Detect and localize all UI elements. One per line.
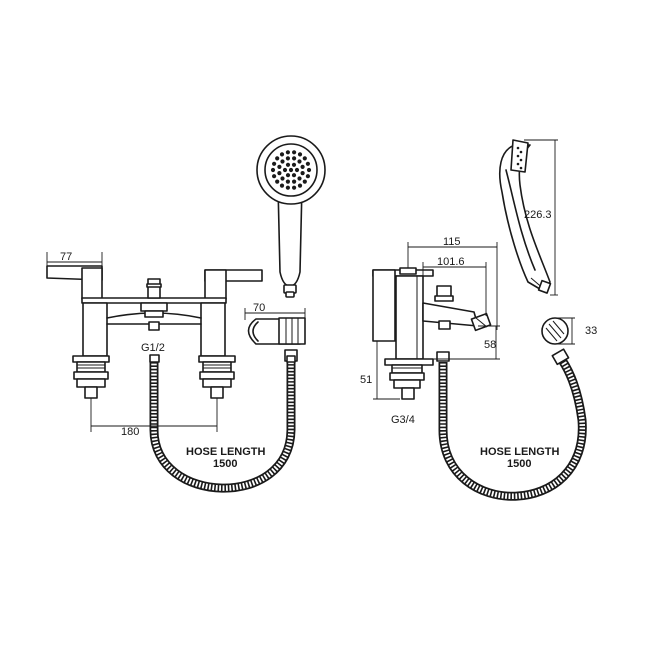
handset-nozzle: [297, 183, 303, 188]
side-bracket-icon: [541, 317, 569, 345]
front-bracket-icon: [247, 317, 306, 345]
handset-nozzle: [305, 174, 310, 179]
side-handset-nozzle: [516, 146, 520, 150]
dim-bracket-diameter-label: 33: [585, 325, 597, 337]
dim-spout-depth-label: 101.6: [437, 256, 465, 268]
handset-nozzle: [285, 162, 291, 167]
handset-nozzle: [297, 159, 302, 164]
dim-spout-width-label: 77: [60, 251, 72, 263]
handset-nozzle: [279, 183, 285, 188]
handset-nozzle: [297, 176, 302, 181]
front-view: 77 70 G1/2 180 HOSE LENGTH 1500: [46, 135, 326, 493]
dim-handset-length-label: 226.3: [524, 209, 552, 221]
front-handset-icon: [256, 135, 326, 298]
side-view: 115 101.6 226.3 33 58 51 G3/4 HOSE LENGT…: [360, 139, 597, 501]
handset-nozzle: [285, 179, 290, 184]
handset-nozzle: [285, 173, 291, 178]
handset-nozzle: [275, 156, 280, 161]
side-hose-icon: [438, 348, 587, 501]
handset-nozzle: [270, 167, 276, 173]
handset-nozzle: [300, 171, 305, 176]
side-handset-nozzle: [519, 158, 523, 162]
side-handset-nozzle: [516, 162, 520, 166]
front-right-inlet: [198, 355, 236, 399]
front-left-inlet: [72, 355, 110, 399]
handset-nozzle: [285, 185, 290, 190]
handset-nozzle: [291, 162, 297, 167]
side-dimension-lines: [373, 139, 575, 400]
handset-nozzle: [292, 156, 297, 161]
front-dimension-lines: [46, 252, 306, 432]
handset-nozzle: [280, 159, 285, 164]
dim-base-height-label: 51: [360, 374, 372, 386]
handset-nozzle: [288, 167, 294, 173]
handset-nozzle: [300, 164, 305, 169]
side-mixer-body: [372, 267, 492, 366]
dim-centres-label: 180: [121, 426, 139, 438]
hose-length-label-front: HOSE LENGTH: [186, 446, 266, 458]
side-handset-nozzle: [516, 154, 520, 158]
handset-nozzle: [285, 150, 290, 155]
handset-nozzle: [277, 171, 282, 176]
hose-length-label-side: HOSE LENGTH: [480, 446, 560, 458]
front-mixer-body: [46, 265, 263, 363]
side-handset-icon: [499, 139, 552, 294]
dim-diverter-height-label: 58: [484, 339, 496, 351]
handset-nozzle: [297, 152, 303, 157]
hose-length-value-side: 1500: [507, 458, 531, 470]
dim-bracket-width-label: 70: [253, 302, 265, 314]
handset-nozzle: [305, 161, 310, 166]
handset-nozzle: [272, 174, 277, 179]
front-hose-icon: [149, 349, 298, 493]
side-handset-nozzle: [519, 150, 523, 154]
handset-nozzle: [292, 185, 297, 190]
handset-nozzle: [280, 176, 285, 181]
side-inlet: [389, 364, 425, 400]
handset-nozzle: [275, 179, 280, 184]
handset-nozzle: [277, 164, 282, 169]
handset-nozzle: [282, 167, 288, 173]
handset-nozzle: [292, 179, 297, 184]
handset-nozzle: [306, 167, 312, 173]
dim-overall-depth-label: 115: [443, 236, 461, 248]
handset-nozzle: [272, 161, 277, 166]
handset-nozzle: [285, 156, 290, 161]
handset-nozzle: [294, 167, 300, 173]
handset-nozzle: [291, 173, 297, 178]
dim-inlet-thread-label: G1/2: [141, 342, 165, 354]
handset-nozzle: [302, 156, 307, 161]
handset-nozzle: [292, 150, 297, 155]
handset-nozzle: [279, 152, 285, 157]
hose-length-value-front: 1500: [213, 458, 237, 470]
dim-inlet-thread-side-label: G3/4: [391, 414, 415, 426]
side-handset-nozzle: [519, 166, 523, 170]
handset-nozzle: [302, 179, 307, 184]
